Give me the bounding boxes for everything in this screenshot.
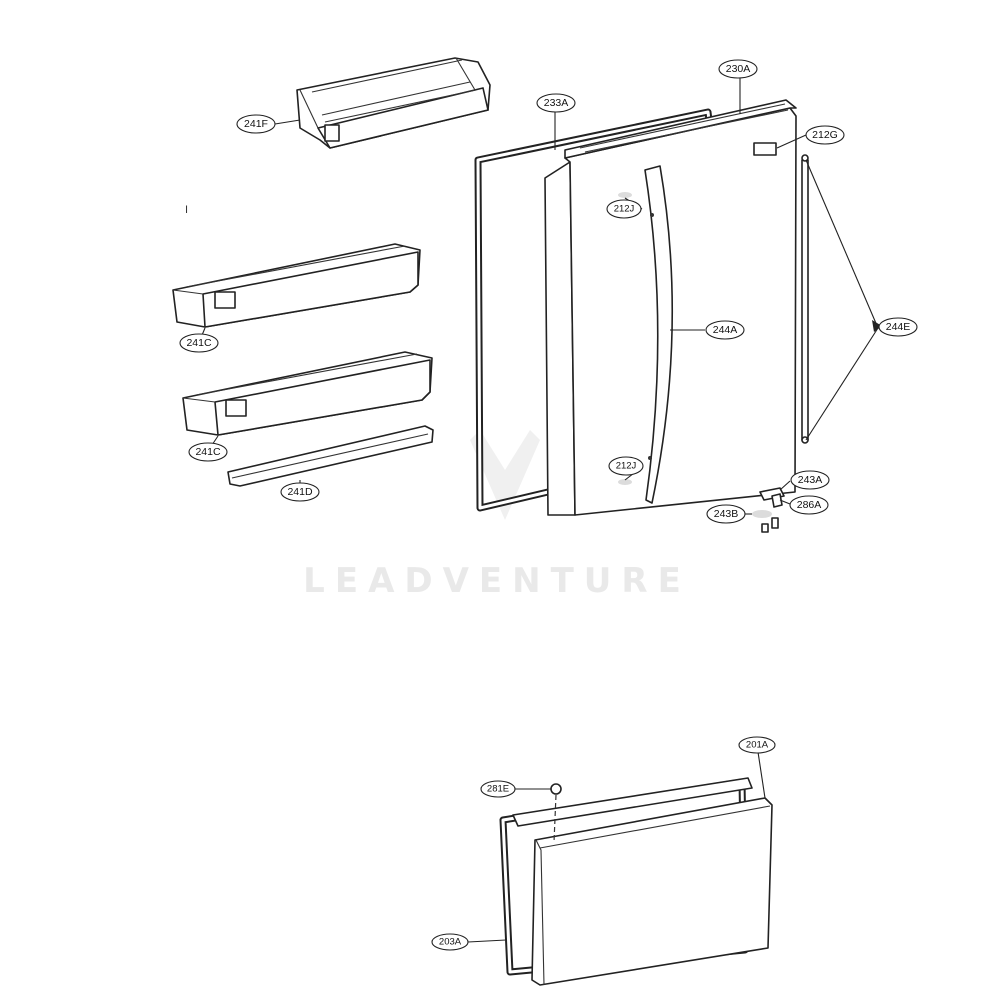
label-201A: 201A (746, 740, 769, 751)
label-241F: 241F (244, 118, 268, 130)
callout-201A: 201A (738, 736, 776, 754)
callout-281E: 281E (480, 780, 516, 798)
freezer-door-201A (499, 777, 773, 986)
callout-212J-bottom: 212J (608, 456, 644, 476)
label-281E: 281E (487, 784, 509, 795)
label-212G: 212G (812, 129, 838, 141)
door-bin-241C-upper (172, 243, 421, 328)
label-243B: 243B (714, 508, 739, 520)
callout-286A: 286A (789, 495, 829, 515)
refrigerator-door-230A (544, 99, 797, 516)
label-230A: 230A (726, 63, 751, 75)
callout-241C-top: 241C (179, 333, 219, 353)
callout-203A: 203A (431, 933, 469, 951)
watermark-text: LEADVENTURE (303, 561, 691, 601)
label-243A: 243A (798, 474, 823, 486)
callout-212J-top: 212J (606, 199, 642, 219)
door-bin-241F (296, 57, 491, 149)
stray-mark: I (185, 204, 188, 216)
label-233A: 233A (544, 97, 569, 109)
watermark: LEADVENTURE (303, 430, 691, 601)
callout-243B: 243B (706, 504, 746, 524)
callout-212G: 212G (805, 125, 845, 145)
callout-241D: 241D (280, 482, 320, 502)
callout-241F: 241F (236, 114, 276, 134)
door-bin-241C-lower (182, 351, 433, 436)
callout-241C-bottom: 241C (188, 442, 228, 462)
callout-243A: 243A (790, 470, 830, 490)
callout-244A: 244A (705, 320, 745, 340)
callout-244E: 244E (878, 317, 918, 337)
label-286A: 286A (797, 499, 822, 511)
callout-233A: 233A (536, 93, 576, 113)
label-203A: 203A (439, 937, 462, 948)
trim-strip-244E (801, 154, 809, 444)
door-bar-241D (227, 425, 434, 487)
hinge-parts (752, 487, 785, 533)
label-241D: 241D (287, 486, 313, 498)
label-241C-bottom: 241C (195, 446, 221, 458)
label-212J-top: 212J (614, 204, 635, 215)
label-244A: 244A (713, 324, 738, 336)
label-241C-top: 241C (186, 337, 212, 349)
label-244E: 244E (886, 321, 911, 333)
leader-lines (199, 78, 882, 943)
label-212J-bottom: 212J (616, 461, 637, 472)
callout-230A: 230A (718, 59, 758, 79)
